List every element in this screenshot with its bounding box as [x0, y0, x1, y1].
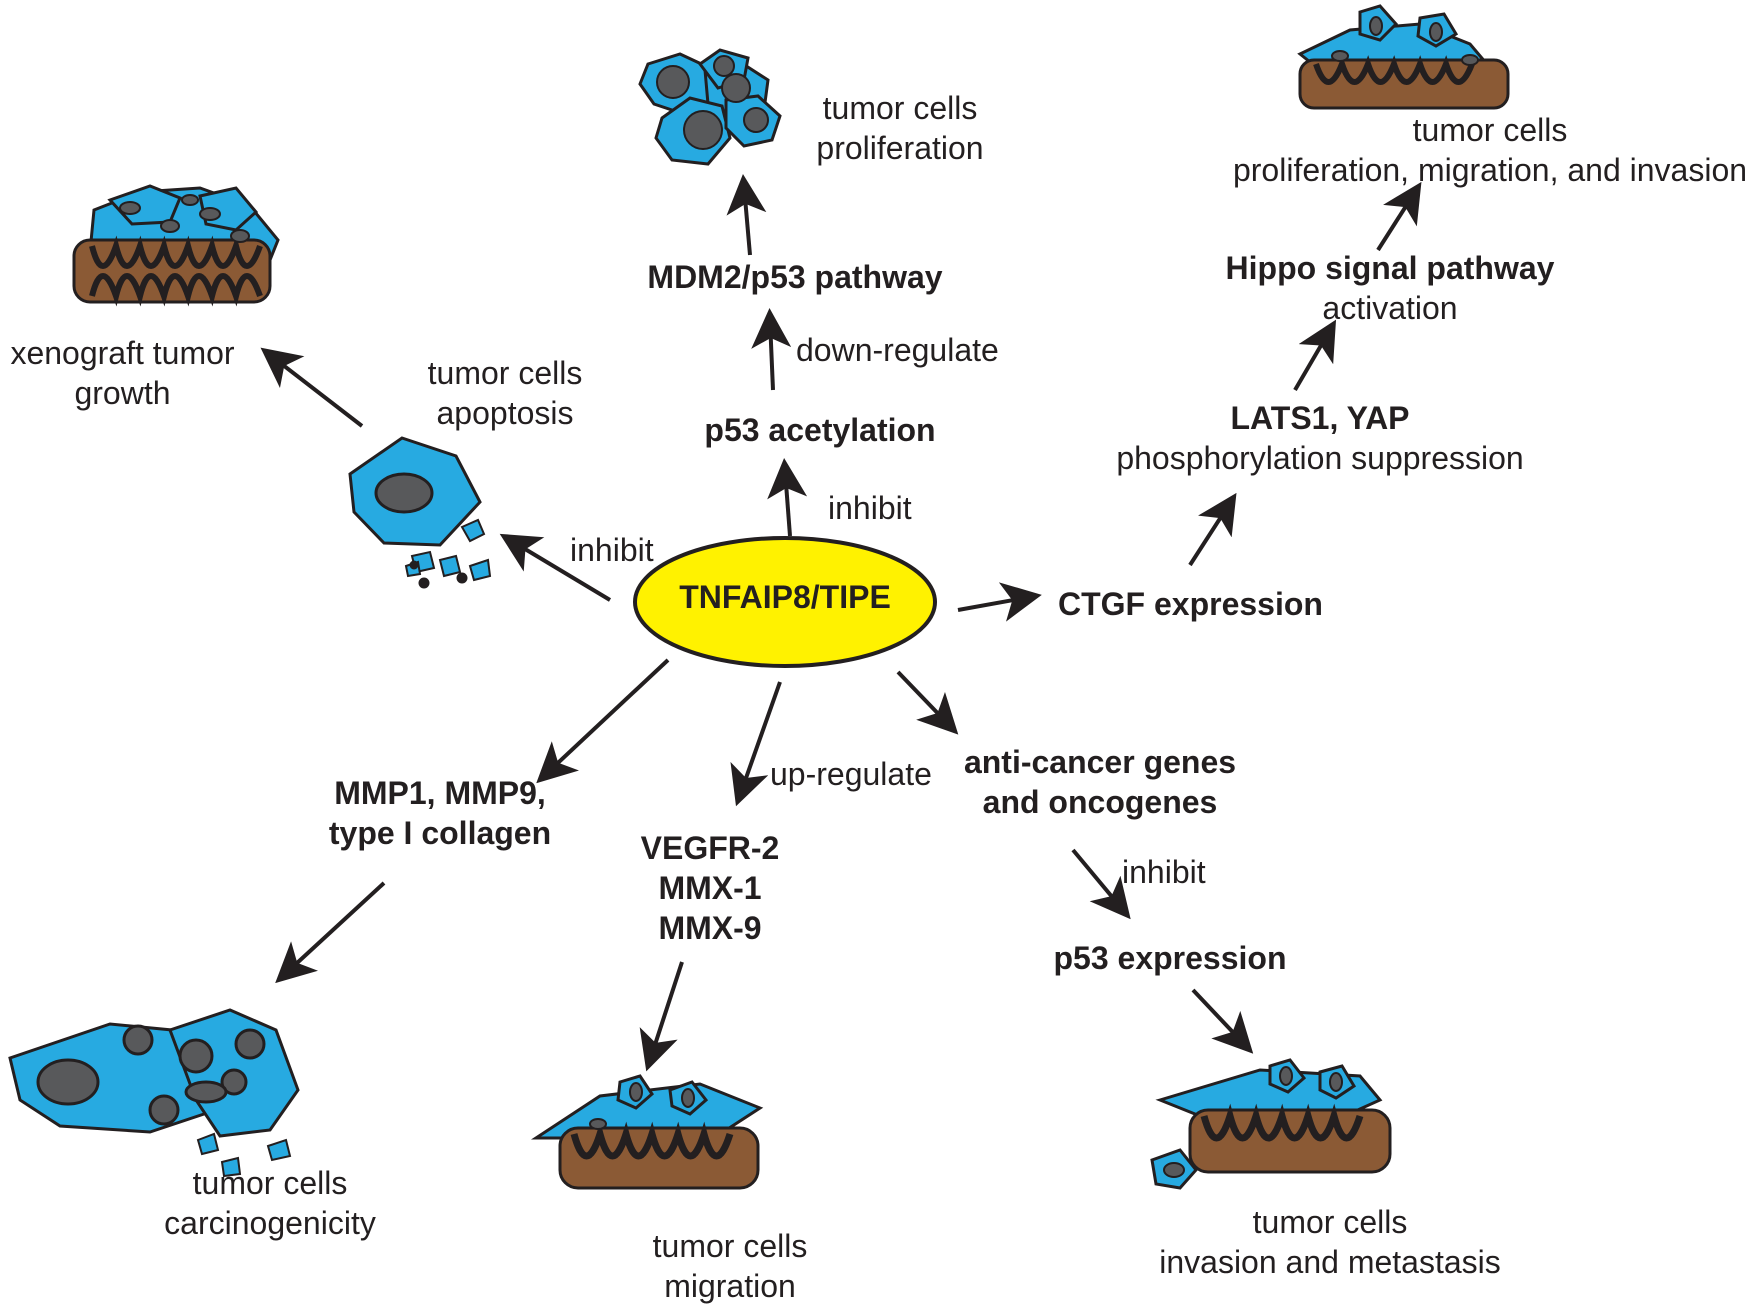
node-anticancer-line1: anti-cancer genes — [963, 744, 1237, 780]
outcome-carcinogenicity-line2: carcinogenicity — [164, 1205, 376, 1241]
node-mmp-line1: MMP1, MMP9, — [334, 775, 546, 811]
outcome-invasion-line2: invasion and metastasis — [1159, 1244, 1501, 1280]
outcome-xenograft-line2: growth — [74, 375, 171, 411]
node-p53-expression: p53 expression — [1053, 940, 1287, 976]
node-hippo-pathway-subtitle: activation — [1322, 290, 1458, 326]
outcome-proliferation-line1: tumor cells — [822, 90, 978, 126]
outcome-pmi-line2: proliferation, migration, and invasion — [1232, 152, 1748, 188]
arrow-ctgf-to-lats — [1188, 492, 1237, 567]
node-ctgf-expression: CTGF expression — [1058, 586, 1323, 622]
outcome-xenograft-line1: xenograft tumor — [10, 335, 235, 371]
outcome-xenograft: xenograft tumor growth — [0, 333, 245, 413]
arrow-center-to-mmp — [536, 658, 670, 784]
outcome-apoptosis-line1: tumor cells — [427, 355, 583, 391]
outcome-pmi-line1: tumor cells — [1412, 112, 1568, 148]
node-lats1-yap-title: LATS1, YAP — [1230, 400, 1410, 436]
node-vegfr-line3: MMX-9 — [658, 910, 762, 946]
invasion-tissue-icon — [1150, 1058, 1392, 1190]
arrow-p53-expression-to-invasion — [1191, 988, 1254, 1054]
arrow-center-to-anticancer — [896, 670, 959, 735]
arrow-lats-to-hippo — [1293, 319, 1337, 392]
node-vegfr-line2: MMX-1 — [658, 870, 762, 906]
outcome-migration: tumor cells migration — [630, 1226, 830, 1306]
arrow-mmp-to-carcinogenicity — [275, 881, 386, 984]
outcome-migration-line1: tumor cells — [652, 1228, 808, 1264]
node-anticancer-genes: anti-cancer genes and oncogenes — [940, 742, 1260, 822]
migration-tissue-icon — [530, 1074, 764, 1190]
arrow-mdm2-to-proliferation — [726, 174, 767, 256]
carcinogenicity-cells-icon — [8, 1008, 300, 1178]
center-node-label: TNFAIP8/TIPE — [679, 579, 891, 615]
arrow-center-to-p53-acetylation — [767, 458, 808, 537]
arrow-vegfr-to-migration — [639, 961, 684, 1072]
arrow-p53-acetylation-to-mdm2 — [751, 308, 792, 391]
node-lats1-yap: LATS1, YAP phosphorylation suppression — [1100, 398, 1540, 478]
node-mmp: MMP1, MMP9, type I collagen — [300, 773, 580, 853]
xenograft-tumor-icon — [72, 184, 280, 307]
edge-label-inhibit-bottom-right: inhibit — [1122, 854, 1206, 890]
outcome-invasion-line1: tumor cells — [1252, 1204, 1408, 1240]
outcome-carcinogenicity-line1: tumor cells — [192, 1165, 348, 1201]
node-hippo-pathway-title: Hippo signal pathway — [1225, 250, 1555, 286]
apoptosis-cell-icon — [348, 436, 492, 589]
arrow-hippo-to-pmi — [1376, 181, 1422, 252]
edge-label-inhibit-top: inhibit — [828, 490, 912, 526]
outcome-migration-line2: migration — [664, 1268, 796, 1304]
edge-label-up-regulate: up-regulate — [770, 756, 932, 792]
node-lats1-yap-subtitle: phosphorylation suppression — [1116, 440, 1524, 476]
outcome-apoptosis: tumor cells apoptosis — [400, 353, 610, 433]
outcome-invasion-metastasis: tumor cells invasion and metastasis — [1140, 1202, 1520, 1282]
pmi-tumor-icon — [1297, 4, 1510, 110]
node-mdm2-p53-pathway: MDM2/p53 pathway — [647, 259, 943, 295]
outcome-apoptosis-line2: apoptosis — [436, 395, 574, 431]
proliferation-cells-icon — [638, 48, 782, 166]
outcome-proliferation: tumor cells proliferation — [790, 88, 1010, 168]
outcome-proliferation-migration-invasion: tumor cells proliferation, migration, an… — [1220, 110, 1760, 190]
center-node-ellipse — [633, 536, 937, 668]
arrow-center-to-ctgf — [957, 582, 1042, 622]
edge-label-inhibit-left: inhibit — [570, 532, 654, 568]
arrow-apoptosis-to-xenograft — [260, 347, 364, 428]
outcome-proliferation-line2: proliferation — [816, 130, 984, 166]
node-anticancer-line2: and oncogenes — [982, 784, 1218, 820]
node-vegfr-line1: VEGFR-2 — [640, 830, 780, 866]
arrow-center-to-apoptosis — [499, 533, 612, 602]
node-vegfr: VEGFR-2 MMX-1 MMX-9 — [620, 828, 800, 948]
arrow-center-to-vegfr — [730, 681, 782, 807]
arrow-anticancer-to-p53-expression — [1071, 848, 1131, 920]
node-hippo-pathway: Hippo signal pathway activation — [1200, 248, 1580, 328]
edge-label-down-regulate: down-regulate — [796, 332, 999, 368]
outcome-carcinogenicity: tumor cells carcinogenicity — [150, 1163, 390, 1243]
node-mmp-line2: type I collagen — [328, 815, 552, 851]
node-p53-acetylation: p53 acetylation — [704, 412, 936, 448]
